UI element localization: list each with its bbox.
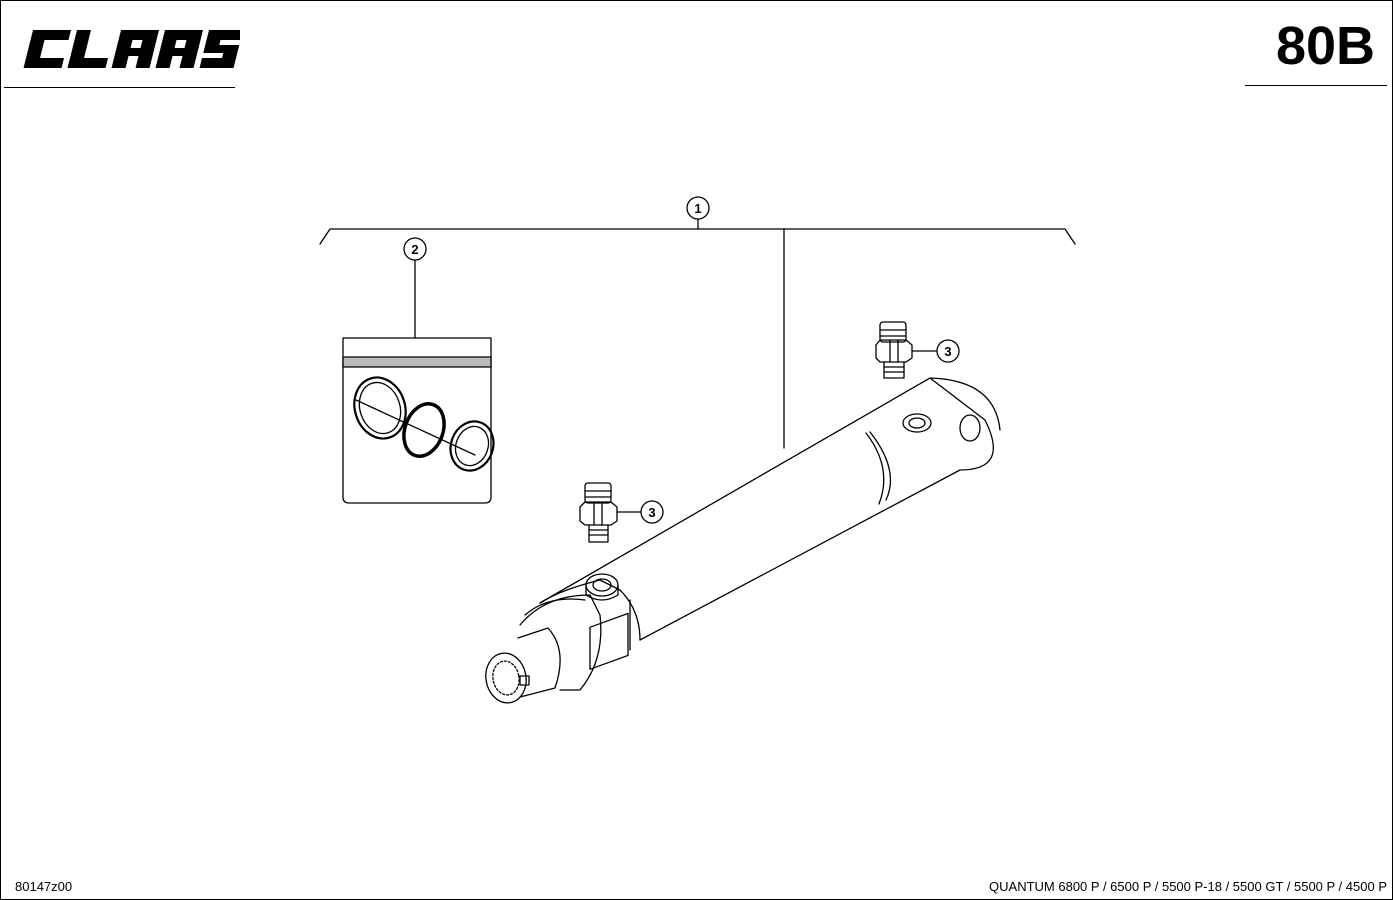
drawing-number: 80147z00 — [15, 879, 73, 894]
svg-text:2: 2 — [411, 242, 418, 257]
assembly-bracket — [319, 217, 1076, 449]
seal-ring-1 — [353, 376, 407, 440]
fitting-front — [579, 482, 641, 543]
callout-1: 1 — [686, 196, 710, 220]
callout-2: 2 — [403, 237, 427, 261]
svg-text:1: 1 — [694, 201, 701, 216]
callout-3-front: 3 — [640, 500, 664, 524]
page-code: 80B — [1275, 16, 1375, 76]
hydraulic-cylinder — [485, 377, 1001, 704]
claas-logo — [23, 30, 240, 68]
callout-3-top: 3 — [936, 339, 960, 363]
model-list: QUANTUM 6800 P / 6500 P / 5500 P-18 / 55… — [989, 879, 1387, 894]
svg-text:3: 3 — [648, 505, 655, 520]
fitting-top — [875, 321, 937, 379]
svg-text:3: 3 — [944, 344, 951, 359]
header-rule-right — [1245, 85, 1387, 86]
header-rule-left — [4, 87, 235, 88]
seal-kit — [342, 259, 495, 504]
seal-ring-3 — [449, 420, 495, 472]
